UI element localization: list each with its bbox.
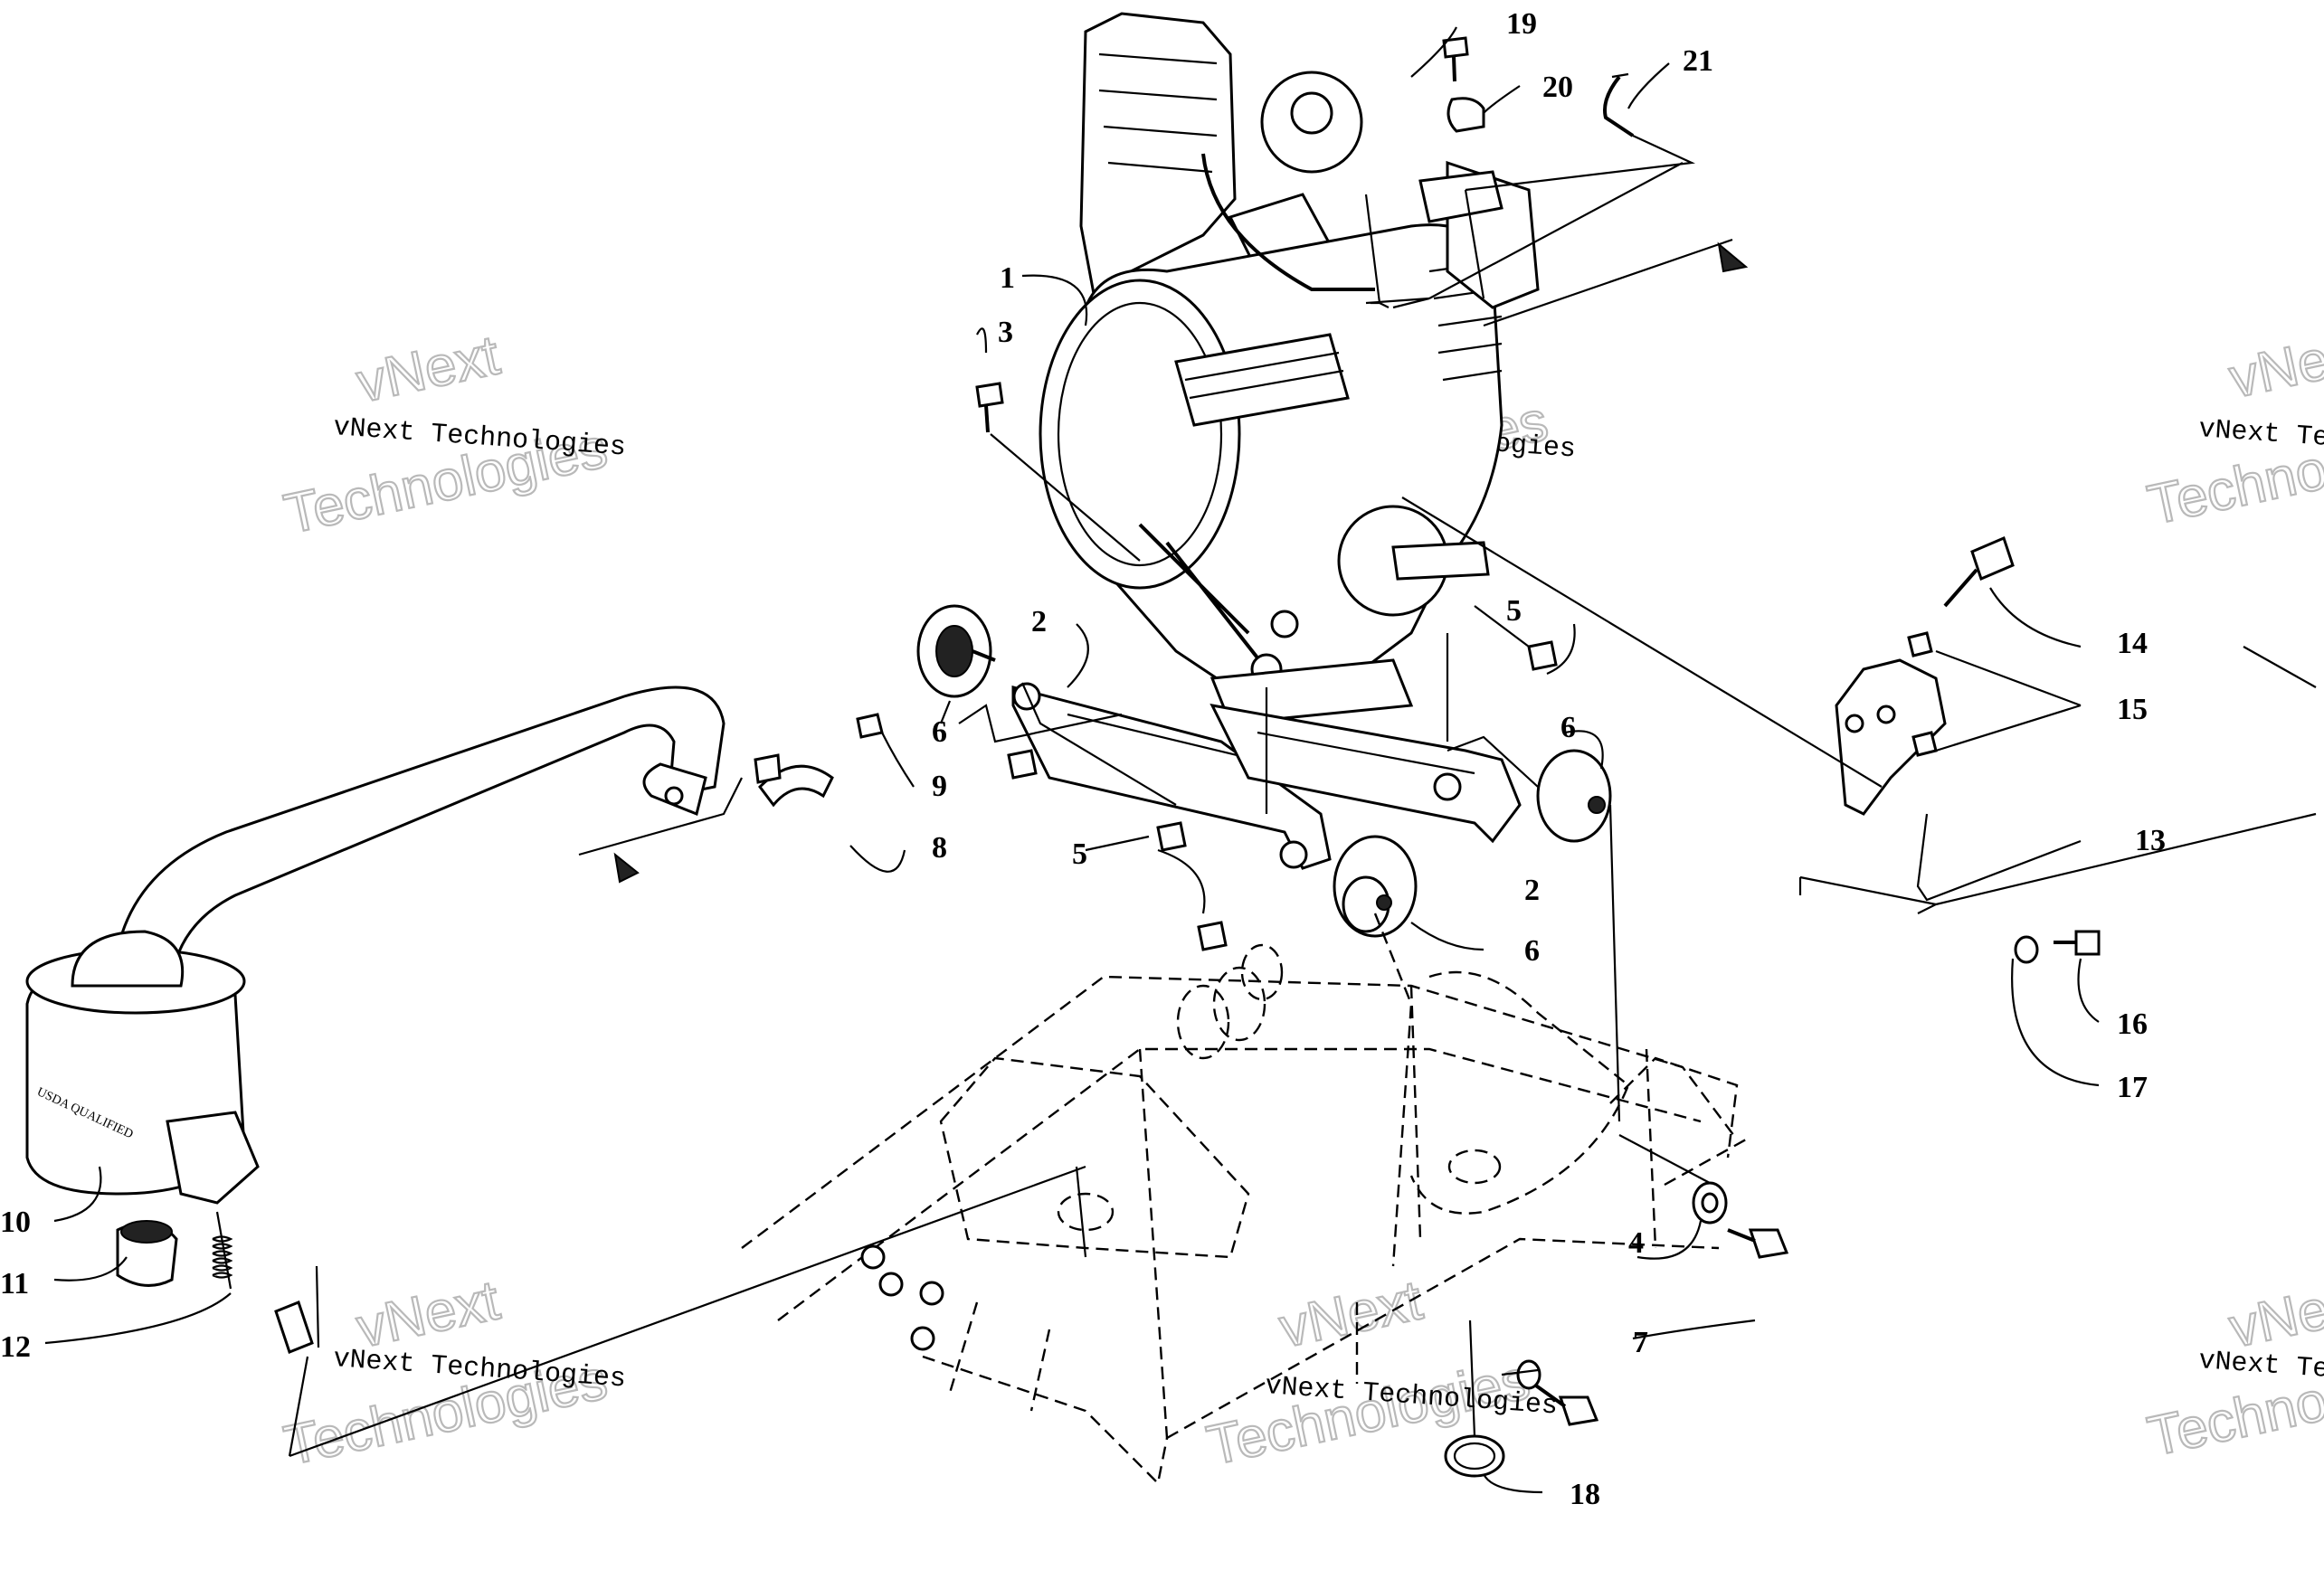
callout-labels: 1 2 2 3 4 5 5 6 6 6 7 8 9 10 11 12 13 14… — [0, 7, 2166, 1511]
watermark-bottom-right: vNext Technologies vNext Technologies — [2141, 1268, 2324, 1470]
front-washer — [1692, 1181, 1728, 1225]
callout-6: 6 — [1560, 711, 1576, 744]
callout-2: 2 — [1524, 874, 1540, 907]
svg-text:vNext: vNext — [352, 324, 505, 414]
svg-text:vNext: vNext — [2224, 1269, 2324, 1359]
callout-5: 5 — [1072, 837, 1087, 871]
callout-8: 8 — [932, 831, 947, 865]
svg-text:vNext: vNext — [1275, 1269, 1428, 1359]
arrow-indicator — [613, 852, 640, 884]
rear-bolt-upper — [1943, 535, 2015, 608]
callout-16: 16 — [2117, 1007, 2148, 1041]
grommet — [1444, 1434, 1505, 1478]
callout-1: 1 — [1000, 261, 1015, 295]
callout-4: 4 — [1628, 1226, 1644, 1260]
watermark-top-left: vNext Technologies vNext Technologies — [278, 323, 626, 547]
spring-bracket — [274, 1265, 320, 1354]
mount-rail-right — [1209, 703, 1522, 844]
leader-lines — [44, 26, 2317, 1494]
chassis-frame — [741, 913, 1747, 1486]
exhaust-pipe — [116, 686, 726, 1024]
callout-17: 17 — [2117, 1071, 2148, 1104]
callout-10: 10 — [0, 1206, 31, 1239]
watermark-top-right: vNext Technologies vNext Technologies — [2141, 318, 2324, 538]
mount-bolt — [975, 382, 1004, 433]
front-bolt-right — [1727, 1228, 1789, 1259]
callout-7: 7 — [1633, 1326, 1648, 1359]
watermark-bottom-left: vNext Technologies vNext Technologies — [278, 1268, 626, 1479]
callout-6: 6 — [1524, 934, 1540, 968]
exhaust-cap — [116, 1220, 178, 1287]
callout-11: 11 — [0, 1267, 29, 1301]
isolator-left — [916, 604, 996, 698]
locknut-set — [1007, 640, 1558, 951]
callout-9: 9 — [932, 770, 947, 803]
callout-15: 15 — [2117, 693, 2148, 726]
exhaust-spring — [212, 1211, 233, 1290]
callout-14: 14 — [2117, 627, 2148, 660]
hose-clamp — [1447, 97, 1485, 133]
muffler: USDA QUALIFIED — [25, 930, 260, 1205]
callout-19: 19 — [1506, 7, 1537, 41]
callout-12: 12 — [0, 1330, 31, 1364]
callout-3: 3 — [998, 316, 1013, 349]
rear-washer — [2014, 935, 2039, 964]
vent-hose — [1603, 72, 1635, 137]
callout-6: 6 — [932, 715, 947, 749]
rear-bolt-lower — [2054, 930, 2101, 956]
exhaust-clamp — [754, 753, 834, 808]
isolator-right — [1536, 749, 1612, 843]
engine-assembly — [1039, 12, 1540, 725]
isolator-center — [1333, 835, 1418, 938]
front-bolt-left — [1516, 1359, 1599, 1426]
callout-5: 5 — [1506, 594, 1522, 628]
callout-2: 2 — [1031, 605, 1047, 638]
callout-20: 20 — [1542, 71, 1573, 104]
callout-18: 18 — [1570, 1478, 1600, 1511]
clamp-nut — [856, 713, 884, 739]
hose-clamp-bolt — [1442, 36, 1469, 82]
arrow-indicator — [1717, 241, 1749, 273]
callout-13: 13 — [2135, 824, 2166, 857]
svg-text:vNext: vNext — [2224, 319, 2324, 410]
callout-21: 21 — [1683, 44, 1713, 78]
